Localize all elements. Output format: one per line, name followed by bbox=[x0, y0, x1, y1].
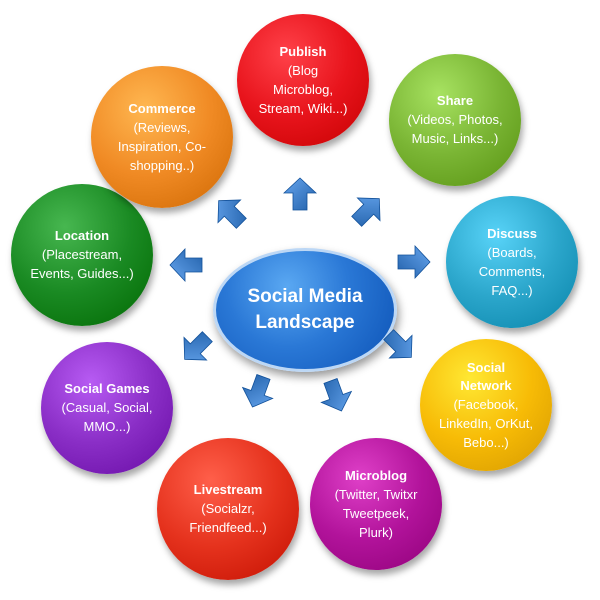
node-social-games: Social Games (Casual, Social, MMO...) bbox=[41, 342, 173, 474]
node-description-line: Tweetpeek, bbox=[342, 505, 410, 521]
node-description-line: (Facebook, bbox=[453, 396, 519, 412]
node-description-line: FAQ...) bbox=[491, 282, 533, 298]
node-description-line: MMO...) bbox=[83, 419, 131, 434]
arrow-to-discuss bbox=[397, 245, 431, 279]
node-title: Livestream bbox=[193, 482, 263, 497]
node-title: Publish bbox=[279, 43, 327, 59]
node-description-line: (Placestream, bbox=[41, 247, 123, 262]
node-description-line: Music, Links...) bbox=[411, 131, 499, 146]
center-hub: Social Media Landscape bbox=[213, 248, 397, 372]
node-title: Share bbox=[436, 93, 474, 108]
node-description-line: Plurk) bbox=[359, 524, 393, 540]
node-description-line: (Blog bbox=[287, 62, 319, 78]
arrow-to-social-network bbox=[376, 322, 424, 370]
center-title-line1: Social Media bbox=[247, 286, 363, 307]
node-commerce: Commerce (Reviews, Inspiration, Co-shoppin… bbox=[91, 66, 233, 208]
arrow-to-microblog bbox=[314, 374, 358, 418]
arrow-to-social-games bbox=[172, 324, 220, 372]
node-description-line: Inspiration, Co- bbox=[117, 138, 207, 154]
node-description-line: (Reviews, bbox=[133, 119, 191, 135]
node-title: Location bbox=[54, 228, 110, 243]
node-description-line: Stream, Wiki...) bbox=[258, 100, 348, 116]
arrow-to-location bbox=[169, 248, 203, 282]
node-description-line: Bebo...) bbox=[463, 434, 509, 450]
node-description-line: (Casual, Social, bbox=[61, 400, 153, 415]
node-location: Location (Placestream, Events, Guides...) bbox=[11, 184, 153, 326]
node-description-line: shopping..) bbox=[129, 157, 195, 173]
node-title: Discuss bbox=[487, 225, 537, 241]
node-title: Microblog bbox=[344, 467, 408, 483]
node-discuss: Discuss (Boards, Comments, FAQ...) bbox=[446, 196, 578, 328]
node-description-line: (Boards, bbox=[487, 244, 537, 260]
node-share: Share (Videos, Photos, Music, Links...) bbox=[389, 54, 521, 186]
arrow-to-share bbox=[344, 186, 392, 234]
node-title: Commerce bbox=[128, 100, 196, 116]
node-livestream: Livestream (Socialzr, Friendfeed...) bbox=[157, 438, 299, 580]
center-title-line2: Landscape bbox=[255, 312, 355, 333]
node-description-line: LinkedIn, OrKut, bbox=[439, 415, 533, 431]
node-description-line: Events, Guides...) bbox=[30, 266, 134, 281]
node-description-line: (Twitter, Twitxr bbox=[334, 486, 418, 502]
node-title: Social Network bbox=[460, 359, 512, 393]
node-description-line: Microblog, bbox=[273, 81, 333, 97]
node-description-line: Comments, bbox=[478, 263, 546, 279]
node-social-network: Social Network (Facebook, LinkedIn, OrKut,… bbox=[420, 339, 552, 471]
arrow-to-livestream bbox=[236, 370, 280, 414]
arrow-to-commerce bbox=[206, 188, 254, 236]
node-description-line: Friendfeed...) bbox=[189, 520, 267, 535]
node-description-line: (Videos, Photos, bbox=[407, 112, 503, 127]
node-description-line: (Socialzr, bbox=[201, 501, 255, 516]
node-title: Social Games bbox=[64, 381, 150, 396]
arrow-to-publish bbox=[283, 177, 317, 211]
